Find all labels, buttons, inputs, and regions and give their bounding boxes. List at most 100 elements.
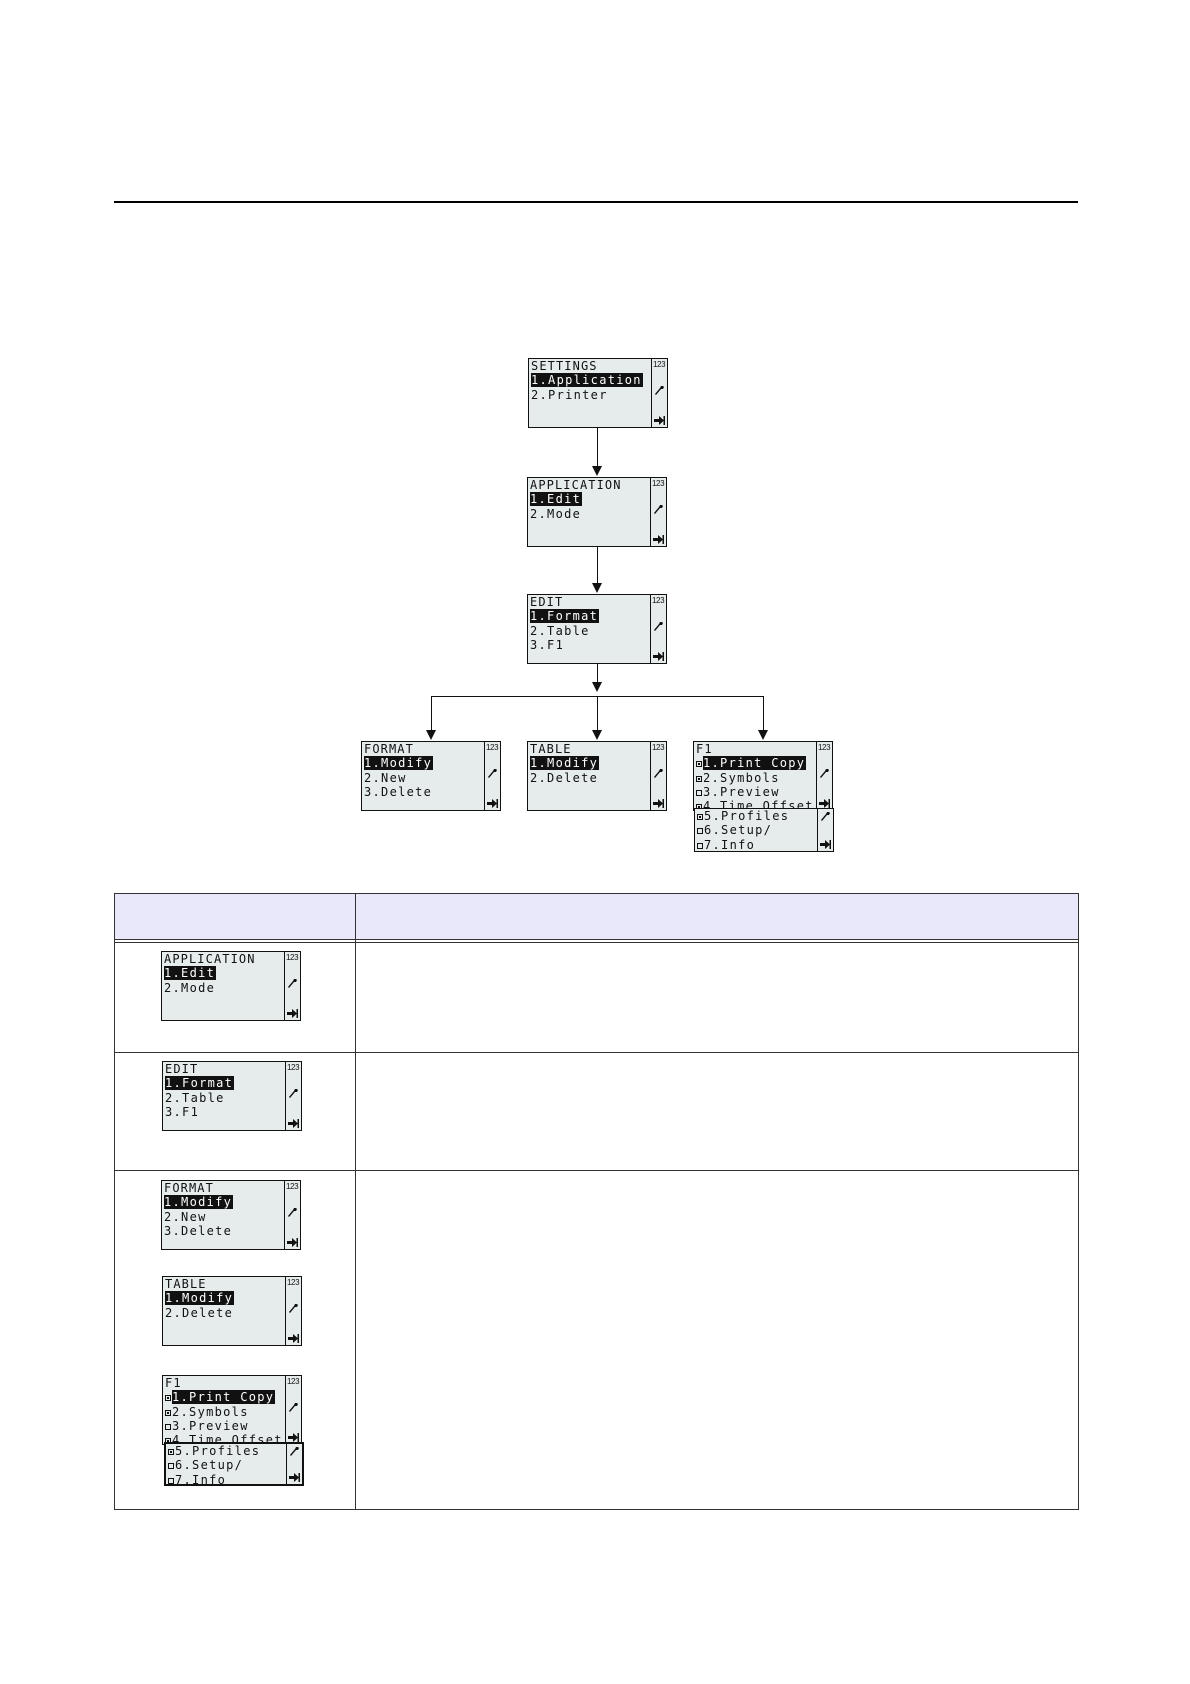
table-lcd-format: FORMAT 1.Modify 2.New 3.Delete 123 [161,1180,301,1250]
menu-item: 3.F1 [530,637,565,652]
exit-arrow-icon [654,416,665,425]
menu-item: 2.Table [530,623,590,638]
connector-line [597,696,598,732]
lcd-table: TABLE 1.Modify 2.Delete 123 [527,741,667,811]
menu-item: 3.Delete [164,1223,233,1238]
status-number: 123 [286,1182,299,1191]
lcd-f1: F1 1.Print Copy 2.Symbols 3.Preview 4.Ti… [693,741,833,811]
lcd-title: FORMAT [364,742,414,756]
menu-item: 3.Preview [172,1418,249,1433]
menu-description-table [114,893,1079,1510]
status-number: 123 [818,743,831,752]
lcd-sidebar: 123 [650,742,666,810]
connector-line [597,547,598,585]
status-number: 123 [287,1377,300,1386]
lcd-sidebar: 123 [650,595,666,663]
menu-item-selected: 1.Modify [164,1195,234,1210]
lcd-application: APPLICATION 1.Edit 2.Mode 123 [527,477,667,547]
lcd-sidebar: 123 [816,742,832,810]
wrench-icon [655,386,664,395]
checkbox-icon [168,1463,174,1470]
menu-item: 2.Symbols [172,1404,249,1419]
exit-arrow-icon [288,1334,299,1343]
menu-item-selected: 1.Application [531,373,643,388]
lcd-edit: EDIT 1.Format 2.Table 3.F1 123 [527,594,667,664]
menu-item-selected: 1.Format [530,609,600,624]
connector-arrow [758,730,768,740]
lcd-sidebar: 123 [285,1062,301,1130]
menu-item-selected: 1.Print Copy [172,1390,276,1405]
lcd-sidebar: 123 [650,478,666,546]
exit-arrow-icon [653,535,664,544]
lcd-title: APPLICATION [164,952,256,966]
status-number: 123 [287,1063,300,1072]
exit-arrow-icon [487,799,498,808]
wrench-icon [289,1403,298,1412]
status-number: 123 [652,596,665,605]
wrench-icon [289,1304,298,1313]
exit-arrow-icon [819,799,830,808]
menu-item: 2.Delete [530,770,599,785]
wrench-icon [290,1447,299,1456]
lcd-sidebar [286,1444,302,1484]
menu-item: 3.Preview [703,784,780,799]
menu-item-selected: 1.Edit [530,492,583,507]
menu-item: 2.Symbols [703,770,780,785]
status-number: 123 [652,479,665,488]
checkbox-icon [697,842,703,849]
wrench-icon [488,769,497,778]
lcd-title: TABLE [165,1277,207,1291]
connector-arrow [592,583,602,593]
menu-item: 2.Printer [531,387,608,402]
connector-line [597,428,598,468]
menu-item-selected: 1.Modify [165,1291,235,1306]
lcd-title: FORMAT [164,1181,214,1195]
checkbox-icon [165,1409,171,1416]
menu-item: 7.Info [704,837,756,852]
lcd-sidebar: 123 [651,359,667,427]
connector-arrow [592,466,602,476]
status-number: 123 [652,743,665,752]
lcd-sidebar: 123 [284,1181,300,1249]
wrench-icon [288,1208,297,1217]
menu-item: 6.Setup/ [704,823,773,838]
table-header [115,894,1078,940]
connector-arrow [592,730,602,740]
table-lcd-application: APPLICATION 1.Edit 2.Mode 123 [161,951,301,1021]
exit-arrow-icon [289,1473,300,1482]
lcd-title: APPLICATION [530,478,622,492]
menu-item: 5.Profiles [175,1444,261,1458]
exit-arrow-icon [287,1009,298,1018]
checkbox-icon [696,775,702,782]
menu-item-selected: 1.Print Copy [703,756,807,771]
table-lcd-f1-continued: 5.Profiles 6.Setup/ 7.Info [164,1442,304,1486]
status-number: 123 [486,743,499,752]
menu-item-selected: 1.Modify [364,756,434,771]
exit-arrow-icon [288,1433,299,1442]
menu-item: 7.Info [175,1472,227,1486]
menu-item: 3.F1 [165,1104,200,1119]
menu-item-selected: 1.Modify [530,756,600,771]
wrench-icon [654,769,663,778]
exit-arrow-icon [287,1238,298,1247]
connector-line [431,696,432,732]
wrench-icon [289,1089,298,1098]
menu-item: 6.Setup/ [175,1458,244,1473]
menu-item: 2.Table [165,1090,225,1105]
lcd-title: TABLE [530,742,572,756]
menu-item: 2.New [364,770,407,785]
row-divider [115,1170,1078,1171]
lcd-title: F1 [165,1376,182,1390]
checkbox-icon [168,1449,174,1455]
lcd-sidebar [817,809,833,851]
row-divider [115,1052,1078,1053]
menu-item: 4.Time Offset [172,1433,283,1445]
checkbox-icon [168,1477,174,1484]
checkbox-icon [696,761,702,768]
lcd-sidebar: 123 [285,1277,301,1345]
header-rule [114,201,1078,203]
lcd-title: SETTINGS [531,359,598,373]
connector-arrow [426,730,436,740]
menu-item: 2.Mode [164,980,216,995]
wrench-icon [821,812,830,821]
